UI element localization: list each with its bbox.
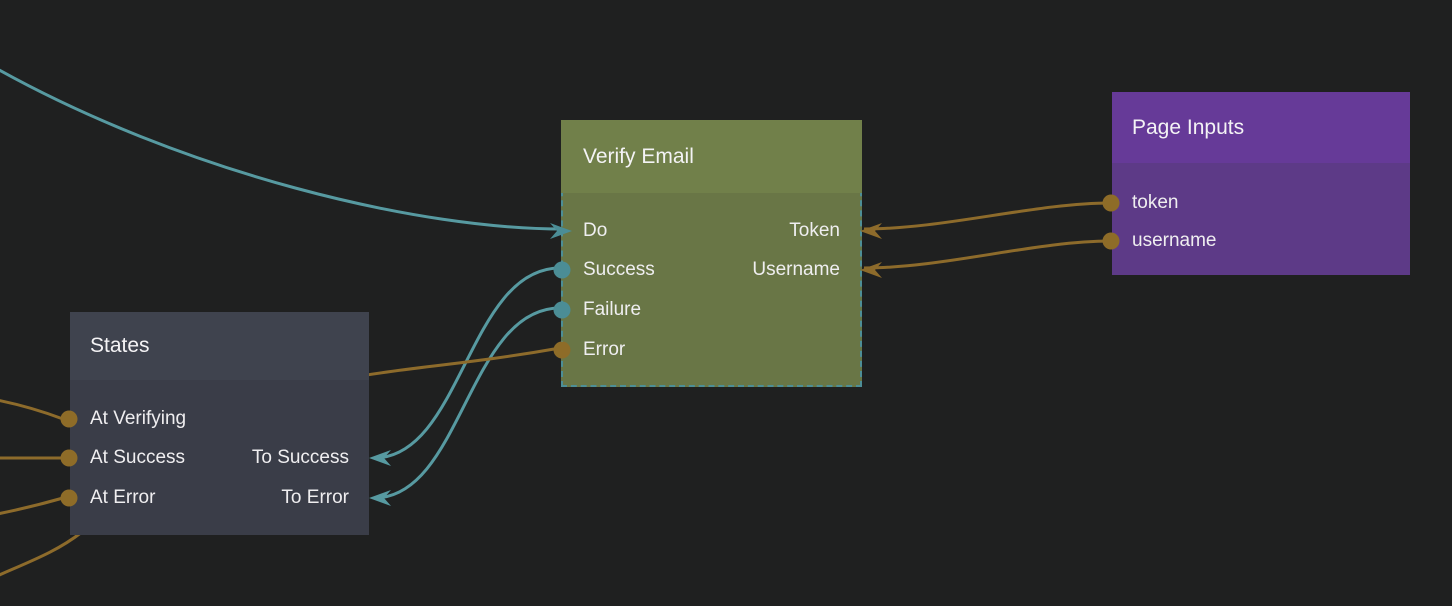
wire-to-do[interactable] [0,66,571,231]
node-states[interactable]: States At Verifying At Success At Error … [60,312,391,535]
port-token[interactable]: Token [789,217,840,245]
port-error[interactable]: Error [583,336,625,364]
node-page-inputs[interactable]: Page Inputs token username [1102,92,1410,275]
node-header[interactable]: Page Inputs [1112,92,1410,163]
port-at-error-label: At Error [90,487,156,508]
port-do[interactable]: Do [583,217,607,245]
wire-at-error[interactable] [0,496,64,515]
port-dot-icon[interactable] [60,489,78,507]
port-to-success-label: To Success [251,447,349,468]
port-at-success[interactable]: At Success [90,444,185,472]
port-dot-icon[interactable] [553,341,571,359]
arrow-in-icon[interactable] [369,489,393,507]
arrow-in-icon[interactable] [860,222,884,240]
wire-username[interactable] [863,239,1112,270]
port-token-out[interactable]: token [1132,189,1178,217]
node-header[interactable]: States [70,312,369,380]
port-error-label: Error [583,339,626,360]
port-dot-icon[interactable] [553,301,571,319]
arrow-in-icon[interactable] [369,449,393,467]
port-username[interactable]: Username [752,256,840,284]
port-token-label: Token [789,220,840,241]
wire-token[interactable] [863,201,1112,231]
node-header[interactable]: Verify Email [561,120,862,193]
port-dot-icon[interactable] [553,261,571,279]
arrow-in-icon[interactable] [548,222,572,240]
node-title: Verify Email [583,144,694,168]
arrow-in-icon[interactable] [860,261,884,279]
node-title: States [90,334,150,357]
port-dot-icon[interactable] [1102,194,1120,212]
port-at-success-label: At Success [90,447,186,468]
port-failure-label: Failure [583,299,642,320]
wire-failure-to-error[interactable] [373,306,561,500]
port-failure[interactable]: Failure [583,296,641,324]
node-title: Page Inputs [1132,115,1245,139]
port-at-verifying[interactable]: At Verifying [90,405,186,433]
port-to-success[interactable]: To Success [252,444,349,472]
port-do-label: Do [583,220,608,241]
port-username-label: Username [752,259,840,280]
port-username-out-label: username [1132,230,1217,251]
port-success-label: Success [583,259,655,280]
node-verify-email[interactable]: Verify Email Do Success Failure Error To… [550,120,882,387]
port-at-error[interactable]: At Error [90,484,155,512]
port-token-out-label: token [1132,192,1179,213]
port-to-error-label: To Error [281,487,349,508]
wire-at-verifying[interactable] [0,399,64,421]
port-dot-icon[interactable] [60,410,78,428]
port-username-out[interactable]: username [1132,227,1217,255]
port-at-verifying-label: At Verifying [90,408,187,429]
port-to-error[interactable]: To Error [281,484,349,512]
port-dot-icon[interactable] [60,449,78,467]
port-dot-icon[interactable] [1102,232,1120,250]
port-success[interactable]: Success [583,256,655,284]
